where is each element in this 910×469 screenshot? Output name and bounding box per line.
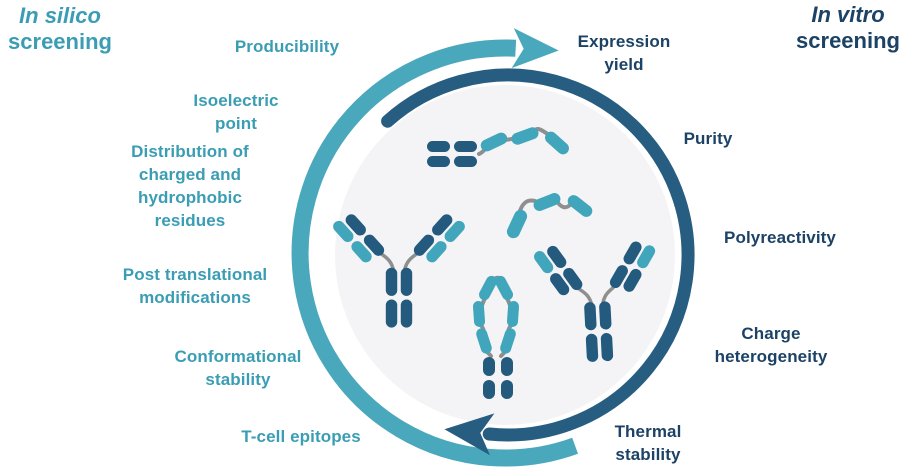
heading-in-silico-italic: In silico (19, 3, 101, 28)
label-isoelectric-point: Isoelectric point (193, 91, 279, 133)
label-t-cell-epitopes: T-cell epitopes (241, 427, 361, 446)
label-producibility: Producibility (234, 37, 340, 56)
label-conformational-stability: Conformational stability (174, 347, 302, 389)
heading-in-vitro: In vitro screening (788, 2, 908, 54)
label-thermal-stability: Thermal stability (614, 422, 682, 464)
label-post-translational: Post translational modifications (122, 265, 268, 307)
heading-in-vitro-italic: In vitro (811, 2, 885, 27)
label-expression-yield: Expression yield (577, 32, 671, 74)
heading-in-silico-rest: screening (8, 29, 112, 54)
peptide-chain-icon (506, 193, 593, 239)
in-vitro-arrow (381, 68, 695, 456)
open-antibody-icon (472, 275, 520, 399)
unfolded-antibody-icon (427, 127, 569, 167)
igg-antibody-teal-tips-icon (534, 241, 656, 362)
label-charge-heterogeneity: Charge heterogeneity (714, 324, 828, 366)
heading-in-silico: In silico screening (0, 3, 120, 55)
igg-antibody-icon (333, 214, 465, 328)
label-polyreactivity: Polyreactivity (724, 228, 836, 247)
label-purity: Purity (683, 129, 733, 148)
label-distribution-residues: Distribution of charged and hydrophobic … (131, 142, 249, 230)
heading-in-vitro-rest: screening (796, 28, 900, 53)
